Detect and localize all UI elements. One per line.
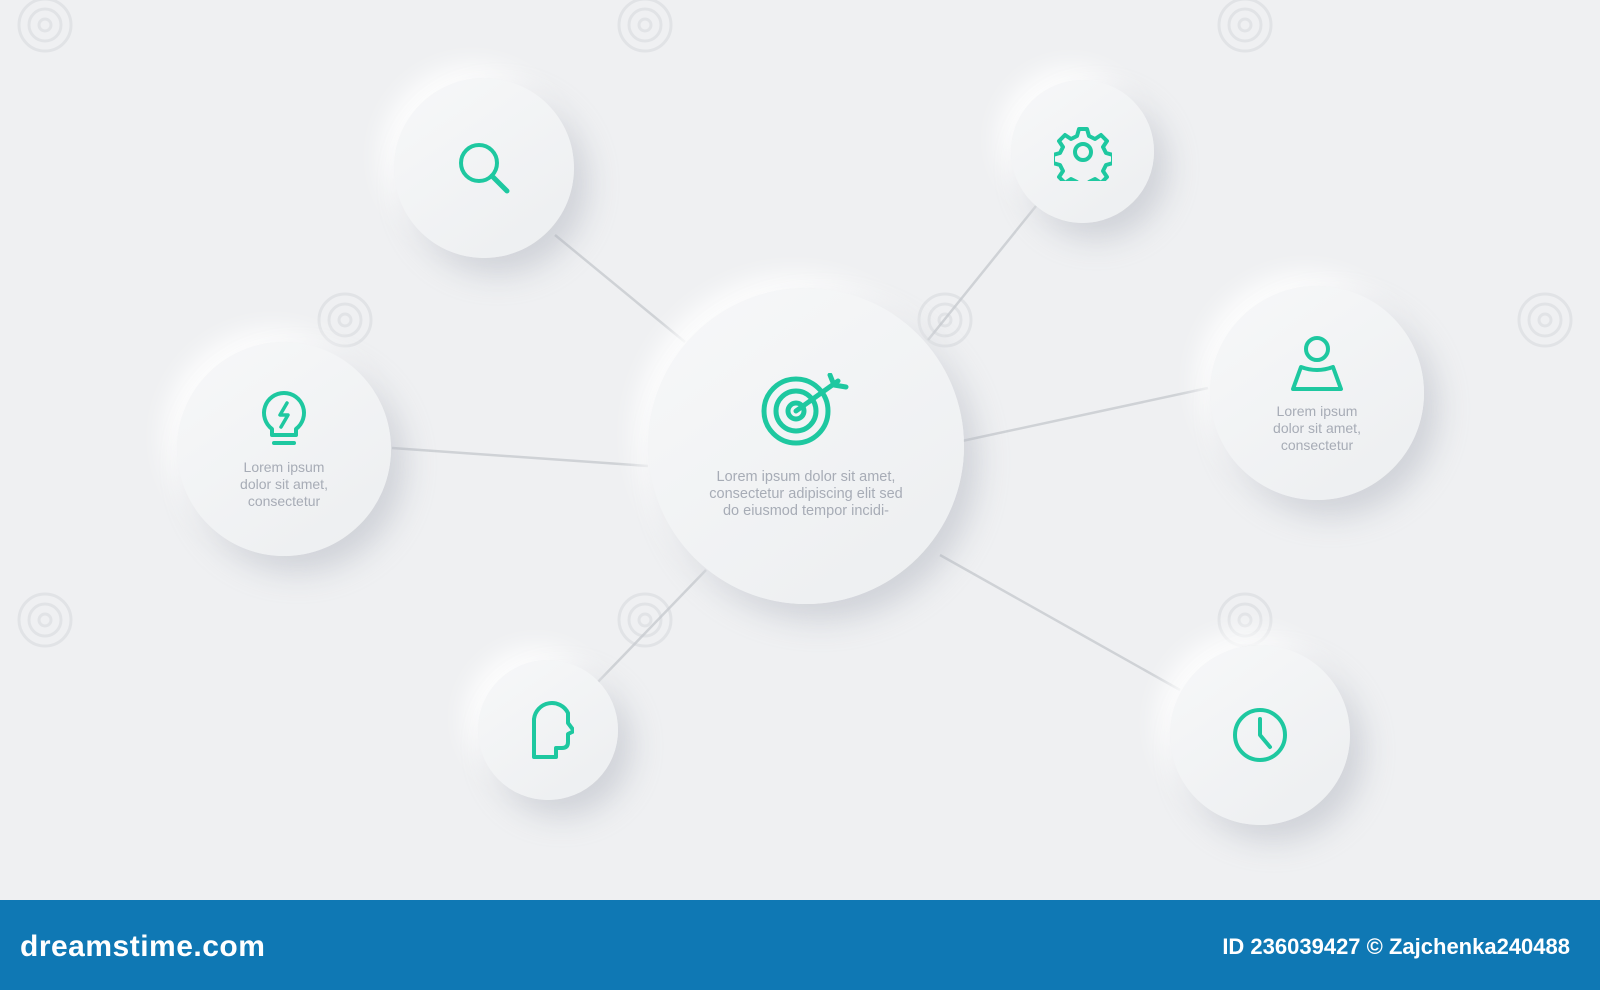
connector-search	[554, 234, 686, 343]
search-icon	[455, 139, 513, 197]
connector-lines	[391, 205, 1209, 692]
node-idea-text: Lorem ipsum dolor sit amet, consectetur	[240, 458, 328, 509]
user-icon	[1287, 333, 1347, 393]
clock-icon	[1230, 705, 1290, 765]
watermark-logo	[617, 592, 673, 648]
node-search	[394, 78, 574, 258]
footer-brand: dreamstime.com	[20, 930, 266, 963]
center-node: Lorem ipsum dolor sit amet, consectetur …	[648, 288, 964, 604]
node-user: Lorem ipsum dolor sit amet, consectetur	[1210, 286, 1424, 500]
watermark-logo	[917, 292, 973, 348]
node-mind	[478, 660, 618, 800]
footer-credit: ID 236039427 © Zajchenka240488	[1222, 934, 1570, 959]
watermark-logo	[17, 592, 73, 648]
connector-time	[939, 553, 1181, 692]
watermark-logo	[317, 292, 373, 348]
connector-settings	[927, 205, 1037, 341]
center-description: Lorem ipsum dolor sit amet, consectetur …	[709, 468, 903, 519]
node-user-text: Lorem ipsum dolor sit amet, consectetur	[1273, 402, 1361, 453]
head-profile-icon	[522, 699, 574, 761]
connector-idea	[391, 446, 649, 468]
diagram-canvas: Lorem ipsum dolor sit amet, consectetur …	[17, 0, 1573, 825]
watermark-logo	[1217, 592, 1273, 648]
watermark-logo	[17, 0, 73, 53]
target-icon	[760, 372, 852, 447]
watermark-logo	[1217, 0, 1273, 53]
lightbulb-icon	[259, 389, 309, 449]
gear-icon	[1053, 123, 1112, 181]
node-time	[1170, 645, 1350, 825]
connector-mind	[594, 569, 707, 686]
footer-bar: dreamstime.com ID 236039427 © Zajchenka2…	[0, 900, 1600, 990]
watermark-logo	[617, 0, 673, 53]
node-settings	[1011, 80, 1154, 223]
node-idea: Lorem ipsum dolor sit amet, consectetur	[177, 342, 391, 556]
connector-user	[961, 386, 1209, 443]
watermark-logo	[1517, 292, 1573, 348]
